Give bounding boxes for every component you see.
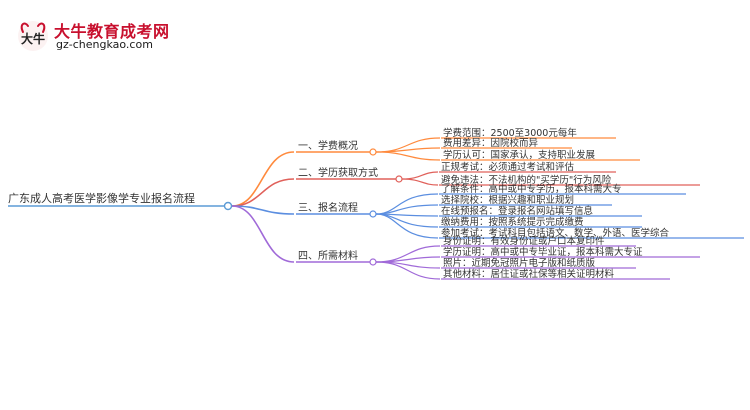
connector-branch-2 bbox=[231, 178, 295, 207]
leaf-1-2-text: 费用差异：因院校而异 bbox=[443, 137, 539, 149]
branch-1-dot bbox=[369, 148, 377, 156]
leaf-3-5[interactable]: 参加考试：考试科目包括语文、数学、外语、医学综合 bbox=[439, 227, 744, 239]
branch-3-label: 三、报名流程 bbox=[298, 201, 358, 214]
leaf-1-1-text: 学费范围：2500至3000元每年 bbox=[443, 127, 577, 139]
branch-2-dot bbox=[395, 175, 403, 183]
leaf-4-3-text: 照片：近期免冠照片电子版和纸质版 bbox=[443, 257, 596, 269]
branch-3-link-5 bbox=[375, 213, 439, 239]
leaf-2-1-text: 正规考试：必须通过考试和评估 bbox=[441, 161, 575, 173]
branch-4-dot bbox=[369, 258, 377, 266]
connector-branch-3 bbox=[231, 205, 295, 215]
leaf-3-5-text: 参加考试：考试科目包括语文、数学、外语、医学综合 bbox=[441, 227, 670, 239]
leaf-1-3-text: 学历认可：国家承认，支持职业发展 bbox=[443, 149, 596, 161]
leaf-4-1-text: 身份证明：有效身份证或户口本复印件 bbox=[443, 235, 605, 247]
leaf-3-1[interactable]: 了解条件：高中或中专学历，报本科需大专 bbox=[439, 183, 686, 195]
connector-branch-4 bbox=[231, 205, 295, 263]
cow-badge-icon: 大牛 bbox=[18, 21, 48, 51]
branch-3-dot bbox=[369, 210, 377, 218]
leaf-3-3[interactable]: 在线预报名：登录报名网站填写信息 bbox=[439, 205, 642, 217]
leaf-4-2-text: 学历证明：高中或中专毕业证，报本科需大专证 bbox=[443, 246, 643, 258]
branch-2-link-2 bbox=[401, 178, 439, 186]
root-connector-dot bbox=[223, 201, 233, 211]
leaf-3-4-text: 缴纳费用：按照系统提示完成缴费 bbox=[441, 216, 584, 228]
connector-branch-1 bbox=[231, 151, 295, 207]
leaf-3-2-text: 选择院校：根据兴趣和职业规划 bbox=[441, 194, 574, 206]
leaf-3-2[interactable]: 选择院校：根据兴趣和职业规划 bbox=[439, 194, 612, 206]
branch-1-link-3 bbox=[375, 151, 441, 161]
branch-2-label: 二、学历获取方式 bbox=[298, 166, 378, 179]
leaf-3-3-text: 在线预报名：登录报名网站填写信息 bbox=[441, 205, 593, 217]
branch-3-link-1 bbox=[375, 193, 439, 215]
branch-2[interactable]: 二、学历获取方式 正规考试：必须通过考试和评估 避免违法：不法机构的"买学历"行… bbox=[296, 161, 700, 186]
leaf-4-3[interactable]: 照片：近期免冠照片电子版和纸质版 bbox=[441, 257, 636, 269]
branch-4-link-2 bbox=[375, 256, 441, 263]
leaf-3-1-text: 了解条件：高中或中专学历，报本科需大专 bbox=[441, 183, 622, 195]
badge-text: 大牛 bbox=[21, 31, 45, 46]
branch-3-link-2 bbox=[375, 204, 439, 215]
branch-1[interactable]: 一、学费概况 学费范围：2500至3000元每年 费用差异：因院校而异 学历认可… bbox=[296, 127, 640, 161]
site-logo[interactable]: 大牛 大牛教育成考网 gz-chengkao.com bbox=[14, 16, 184, 56]
root-label: 广东成人高考医学影像学专业报名流程 bbox=[8, 191, 195, 205]
leaf-2-1[interactable]: 正规考试：必须通过考试和评估 bbox=[439, 161, 616, 173]
root-connectors bbox=[231, 151, 295, 263]
leaf-4-1[interactable]: 身份证明：有效身份证或户口本复印件 bbox=[441, 235, 636, 247]
branch-1-label: 一、学费概况 bbox=[298, 139, 358, 152]
site-url[interactable]: gz-chengkao.com bbox=[56, 38, 153, 51]
leaf-4-2[interactable]: 学历证明：高中或中专毕业证，报本科需大专证 bbox=[441, 246, 700, 258]
branch-4[interactable]: 四、所需材料 身份证明：有效身份证或户口本复印件 学历证明：高中或中专毕业证，报… bbox=[296, 235, 700, 280]
leaf-4-4-text: 其他材料：居住证或社保等相关证明材料 bbox=[443, 268, 615, 280]
site-title: 大牛教育成考网 bbox=[54, 22, 170, 41]
leaf-4-4[interactable]: 其他材料：居住证或社保等相关证明材料 bbox=[441, 268, 670, 280]
branch-4-link-4 bbox=[375, 261, 441, 280]
leaf-1-3[interactable]: 学历认可：国家承认，支持职业发展 bbox=[441, 149, 640, 161]
leaf-2-2[interactable]: 避免违法：不法机构的"买学历"行为风险 bbox=[439, 174, 700, 186]
leaf-1-1[interactable]: 学费范围：2500至3000元每年 bbox=[441, 127, 616, 139]
branch-3[interactable]: 三、报名流程 了解条件：高中或中专学历，报本科需大专 选择院校：根据兴趣和职业规… bbox=[296, 183, 744, 239]
branch-1-link-2 bbox=[375, 147, 441, 153]
branch-4-label: 四、所需材料 bbox=[298, 249, 358, 262]
leaf-1-2[interactable]: 费用差异：因院校而异 bbox=[441, 137, 572, 149]
root-node[interactable]: 广东成人高考医学影像学专业报名流程 bbox=[8, 191, 233, 211]
leaf-2-2-text: 避免违法：不法机构的"买学历"行为风险 bbox=[441, 174, 612, 186]
branch-2-link-1 bbox=[401, 171, 439, 180]
leaf-3-4[interactable]: 缴纳费用：按照系统提示完成缴费 bbox=[439, 216, 642, 228]
